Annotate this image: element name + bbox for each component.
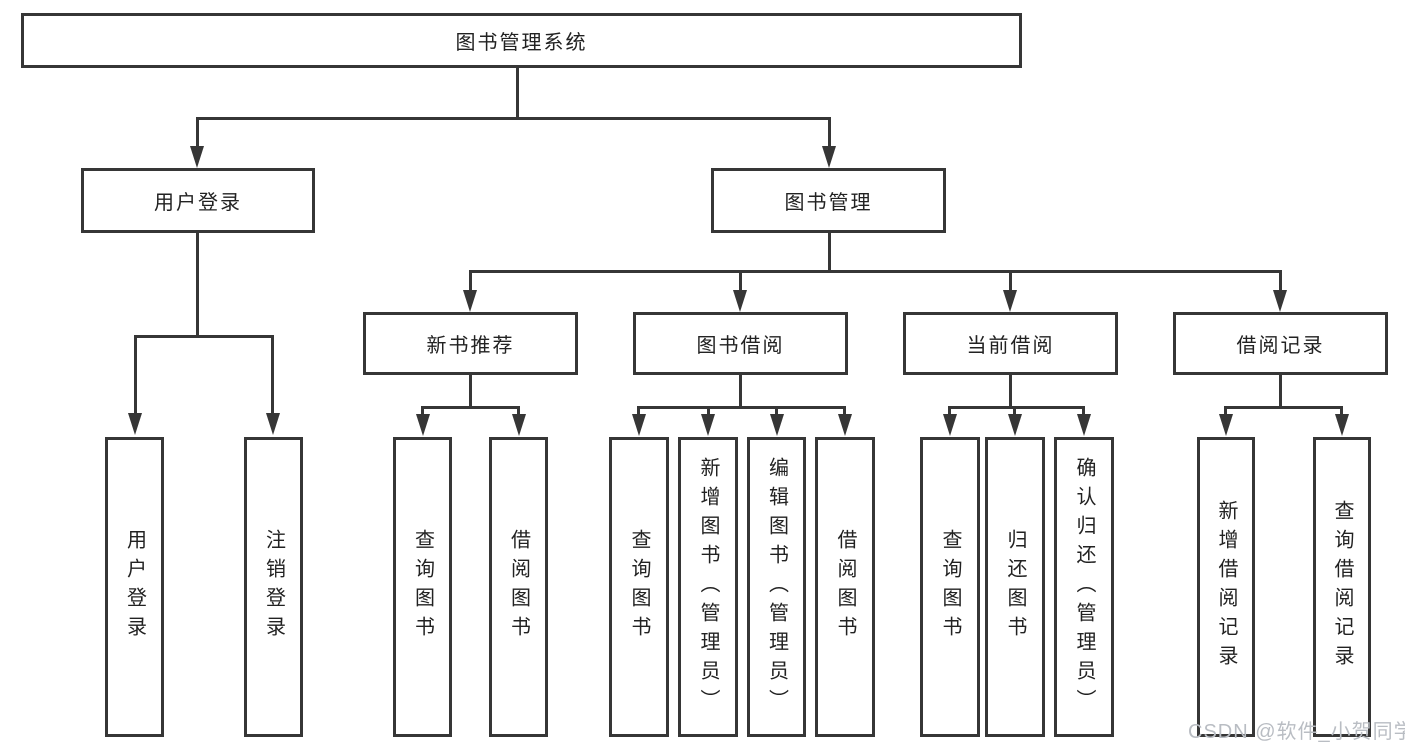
arrow-down-icon <box>632 414 646 436</box>
connector-user-hline <box>134 335 274 338</box>
node-add-book-admin: 新增图书（管理员） <box>678 437 738 737</box>
connector-root-stem <box>516 68 519 118</box>
connector-mgmt-stem <box>828 233 831 272</box>
node-borrow-books-borrowing: 借阅图书 <box>815 437 875 737</box>
connector-groupA-stem <box>469 375 472 408</box>
node-confirm-return-admin: 确认归还（管理员） <box>1054 437 1114 737</box>
connector-level1-hline <box>196 117 830 120</box>
connector-groupB-drop2 <box>707 406 710 416</box>
node-user-login-leaf: 用户登录 <box>105 437 164 737</box>
arrow-down-icon <box>733 290 747 312</box>
node-query-borrowing-record: 查询借阅记录 <box>1313 437 1371 737</box>
node-query-books-borrowing: 查询图书 <box>609 437 669 737</box>
connector-groupA-drop2 <box>517 406 520 416</box>
arrow-down-icon <box>943 414 957 436</box>
watermark-text: CSDN @软件_小贺同学 <box>1188 721 1405 743</box>
node-edit-book-admin: 编辑图书（管理员） <box>747 437 806 737</box>
connector-groupB-drop3 <box>775 406 778 416</box>
arrow-down-icon <box>1273 290 1287 312</box>
arrow-down-icon <box>770 414 784 436</box>
connector-groupB-drop1 <box>637 406 640 416</box>
connector-groupC-hline <box>948 406 1085 409</box>
node-logout: 注销登录 <box>244 437 303 737</box>
connector-l3-drop-2 <box>739 270 742 291</box>
connector-user-login-drop <box>196 117 199 148</box>
node-new-book-recommendation: 新书推荐 <box>363 312 578 375</box>
arrow-down-icon <box>190 146 204 168</box>
node-borrowing-records: 借阅记录 <box>1173 312 1388 375</box>
connector-l3-drop-3 <box>1009 270 1012 291</box>
connector-groupD-stem <box>1279 375 1282 408</box>
connector-level3-hline <box>469 270 1282 273</box>
connector-groupB-hline <box>637 406 846 409</box>
node-user-login: 用户登录 <box>81 168 315 233</box>
connector-user-leaf2-drop <box>271 335 274 414</box>
arrow-down-icon <box>838 414 852 436</box>
connector-user-leaf1-drop <box>134 335 137 414</box>
connector-l3-drop-4 <box>1279 270 1282 291</box>
connector-groupB-stem <box>739 375 742 408</box>
node-current-borrowing: 当前借阅 <box>903 312 1118 375</box>
arrow-down-icon <box>463 290 477 312</box>
connector-groupB-drop4 <box>843 406 846 416</box>
node-library-management-system: 图书管理系统 <box>21 13 1022 68</box>
arrow-down-icon <box>266 413 280 435</box>
node-book-management: 图书管理 <box>711 168 946 233</box>
arrow-down-icon <box>1008 414 1022 436</box>
connector-groupC-drop2 <box>1013 406 1016 416</box>
connector-groupC-drop1 <box>948 406 951 416</box>
connector-groupD-drop2 <box>1340 406 1343 416</box>
connector-groupD-hline <box>1224 406 1343 409</box>
connector-l3-drop-1 <box>469 270 472 291</box>
node-query-books-current: 查询图书 <box>920 437 980 737</box>
arrow-down-icon <box>128 413 142 435</box>
connector-groupD-drop1 <box>1224 406 1227 416</box>
arrow-down-icon <box>512 414 526 436</box>
arrow-down-icon <box>1003 290 1017 312</box>
connector-user-stem <box>196 233 199 337</box>
arrow-down-icon <box>416 414 430 436</box>
node-borrow-books-recommend: 借阅图书 <box>489 437 548 737</box>
node-add-borrowing-record: 新增借阅记录 <box>1197 437 1255 737</box>
node-book-borrowing: 图书借阅 <box>633 312 848 375</box>
arrow-down-icon <box>1219 414 1233 436</box>
arrow-down-icon <box>701 414 715 436</box>
connector-book-mgmt-drop <box>828 117 831 148</box>
arrow-down-icon <box>1077 414 1091 436</box>
connector-groupC-stem <box>1009 375 1012 408</box>
node-return-book: 归还图书 <box>985 437 1045 737</box>
connector-groupA-hline <box>421 406 520 409</box>
connector-groupC-drop3 <box>1082 406 1085 416</box>
arrow-down-icon <box>1335 414 1349 436</box>
arrow-down-icon <box>822 146 836 168</box>
connector-groupA-drop1 <box>421 406 424 416</box>
node-query-books-recommend: 查询图书 <box>393 437 452 737</box>
